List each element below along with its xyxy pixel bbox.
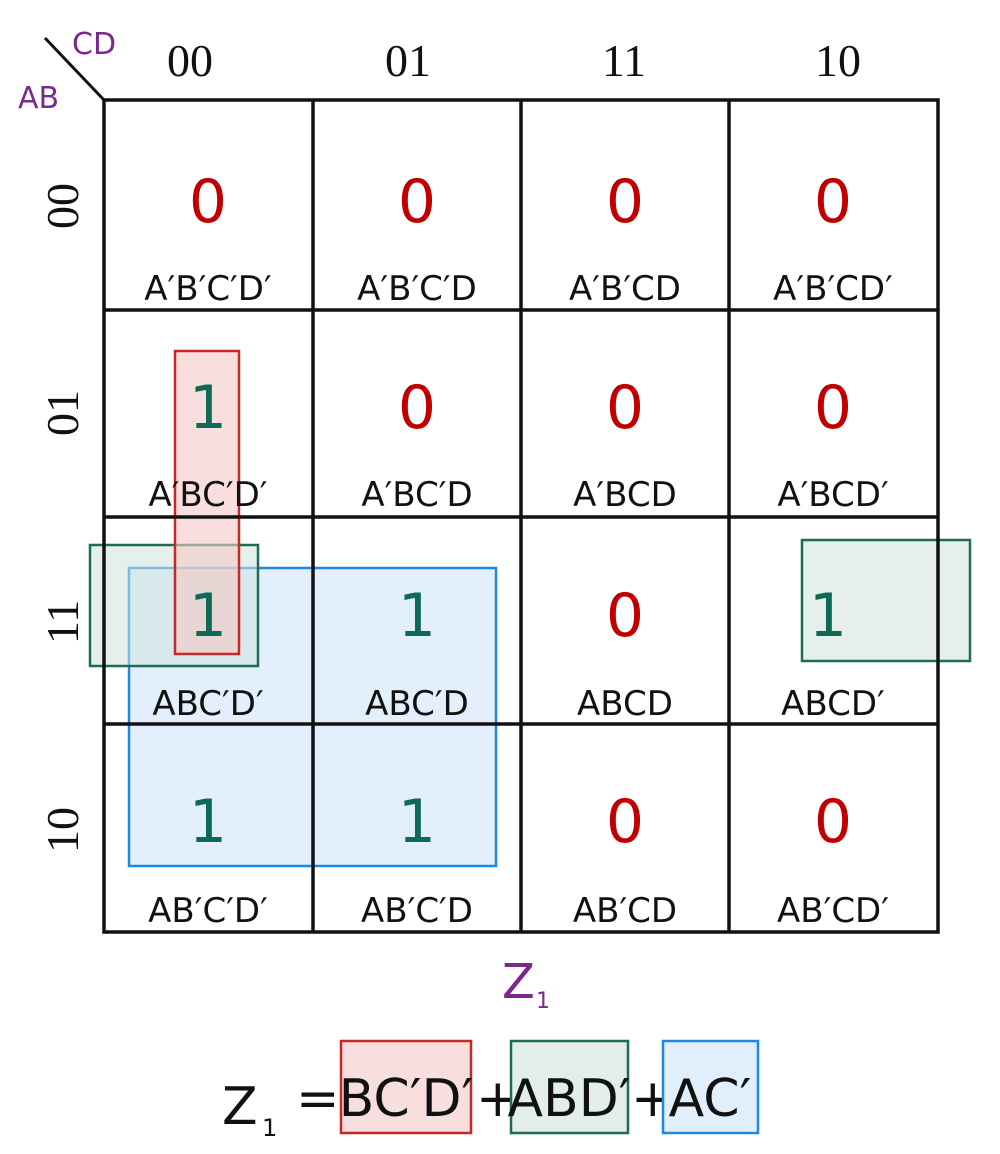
cell-value: 1: [189, 787, 227, 857]
cell-minterm: A′B′CD′: [773, 269, 893, 309]
cell-minterm: A′B′C′D′: [144, 269, 271, 309]
cell-value: 1: [189, 373, 227, 443]
cell-minterm: A′B′CD: [569, 269, 681, 309]
function-label: Z 1: [502, 954, 550, 1014]
simplified-equation: Z 1 = BC′D′ + ABD′ + AC′: [222, 1039, 760, 1142]
row-headers: 00 01 11 10: [37, 183, 88, 853]
cell-value: 1: [398, 581, 436, 651]
col-header: 11: [602, 35, 646, 86]
corner-diagonal: [43, 36, 106, 102]
cell-minterm: ABCD: [577, 684, 673, 724]
term-box-green: [509, 1039, 630, 1135]
cell-value: 0: [398, 373, 436, 443]
cell-value: 0: [606, 167, 644, 237]
group-abd-green-right: [800, 538, 972, 663]
cell-minterm: ABCD′: [781, 684, 885, 724]
function-name: Z: [502, 954, 535, 1010]
col-header: 00: [167, 35, 213, 86]
cell-minterm: A′BCD: [573, 475, 677, 515]
row-header: 01: [37, 390, 88, 436]
cell-minterm: ABC′D′: [152, 684, 263, 724]
cell-minterm: ABC′D: [365, 684, 469, 724]
equation-term: ABD′: [507, 1069, 630, 1129]
cell-value: 1: [189, 581, 227, 651]
cell-value: 0: [606, 787, 644, 857]
cell-minterm: A′BC′D: [361, 475, 472, 515]
equation-equals: =: [296, 1069, 340, 1129]
cell-value: 0: [189, 167, 227, 237]
cell-minterm: AB′CD′: [777, 891, 889, 931]
corner-col-var: CD: [72, 27, 116, 62]
map-cells: 0 A′B′C′D′ 0 A′B′C′D 0 A′B′CD 0 A′B′CD′ …: [144, 167, 893, 931]
function-subscript: 1: [536, 989, 550, 1014]
cell-value: 0: [398, 167, 436, 237]
cell-value: 0: [814, 787, 852, 857]
col-header: 10: [815, 35, 861, 86]
term-box-blue: [661, 1039, 760, 1135]
cell-value: 0: [606, 373, 644, 443]
term-box-red: [339, 1039, 473, 1135]
equation-lhs-subscript: 1: [262, 1114, 277, 1142]
row-header: 00: [37, 183, 88, 229]
cell-minterm: AB′CD: [573, 891, 677, 931]
cell-value: 1: [809, 581, 847, 651]
col-header: 01: [385, 35, 431, 86]
cell-minterm: A′B′C′D: [357, 269, 477, 309]
cell-minterm: AB′C′D: [361, 891, 473, 931]
cell-minterm: A′BC′D′: [148, 475, 267, 515]
equation-term: BC′D′: [339, 1069, 474, 1129]
equation-lhs: Z: [222, 1077, 258, 1137]
corner-row-var: AB: [18, 81, 59, 116]
row-header: 11: [37, 600, 88, 644]
row-header: 10: [37, 807, 88, 853]
column-headers: 00 01 11 10: [167, 35, 861, 86]
cell-value: 0: [814, 167, 852, 237]
cell-minterm: AB′C′D′: [148, 891, 268, 931]
cell-value: 0: [814, 373, 852, 443]
cell-minterm: A′BCD′: [777, 475, 888, 515]
map-grid: [102, 98, 940, 934]
equation-term: AC′: [669, 1069, 752, 1129]
cell-value: 0: [606, 581, 644, 651]
cell-value: 1: [398, 787, 436, 857]
group-bcd-red: [173, 349, 241, 656]
